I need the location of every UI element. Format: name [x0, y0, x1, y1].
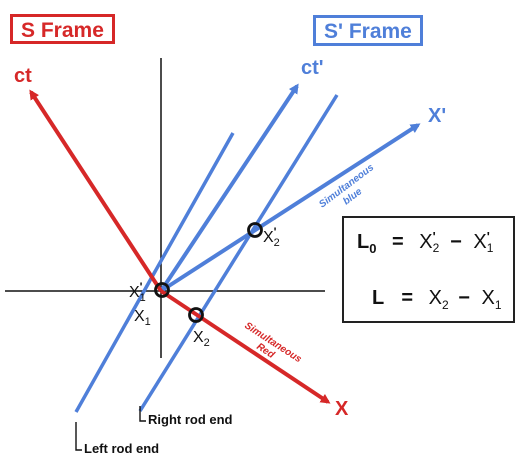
s-frame-title: S Frame: [10, 14, 115, 44]
left-rod-end-label: Left rod end: [84, 441, 160, 456]
x2-prime-label: X'2: [263, 225, 280, 249]
s-prime-frame-title: S' Frame: [313, 15, 423, 46]
ct-prime-axis: [159, 83, 299, 293]
x-axis: [159, 289, 331, 404]
left-rod-end-pointer: [75, 422, 82, 451]
measured-length-equation: L = X2 − X1: [372, 287, 502, 312]
origin-event-marker: [154, 282, 170, 298]
x2-label: X2: [193, 329, 210, 350]
left-rod-worldline: [74, 132, 235, 413]
simultaneous-red-label-line1: Simultaneous: [242, 320, 303, 365]
ct-prime-axis-label: ct': [301, 57, 324, 79]
right-rod-end-label: Right rod end: [148, 412, 233, 427]
x1-prime-label: X'1: [129, 280, 146, 304]
proper-length-equation: L0 = X'2 − X'1: [357, 229, 494, 256]
right-rod-end-pointer: [139, 406, 146, 422]
x-prime-axis: [159, 123, 421, 293]
length-equations-box: L0 = X'2 − X'1 L = X2 − X1: [342, 216, 515, 323]
x-axis-label: X: [335, 398, 349, 420]
x2-prime-event-marker: [247, 222, 263, 238]
ct-axis-label: ct: [14, 65, 32, 87]
x1-label: X1: [134, 308, 151, 329]
right-rod-worldline: [138, 94, 339, 412]
x2-event-marker: [188, 307, 204, 323]
ct-axis: [29, 89, 163, 293]
x-prime-axis-label: X': [428, 105, 447, 127]
